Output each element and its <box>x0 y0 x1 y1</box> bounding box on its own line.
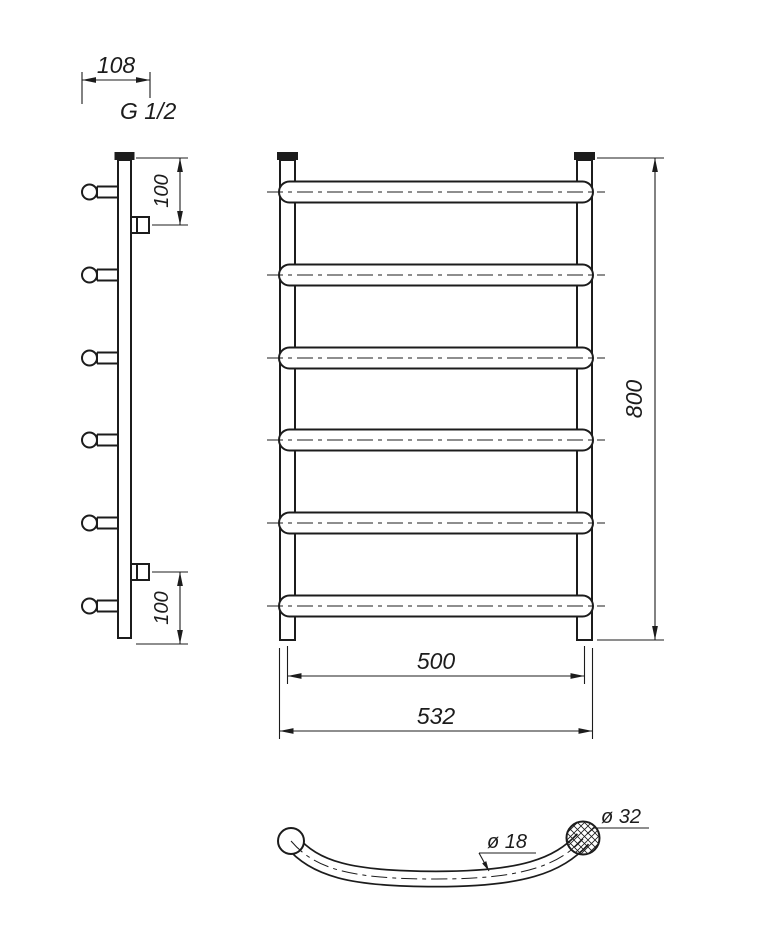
dim-height-800: 800 <box>597 157 664 641</box>
dim-bottom-offset-100: 100 <box>136 571 188 645</box>
side-rung-stub <box>81 431 119 449</box>
dim-axis-width-label: 500 <box>417 648 456 674</box>
side-profile <box>81 152 150 639</box>
side-collector <box>117 159 132 639</box>
thread-size-label: G 1/2 <box>120 98 176 124</box>
dim-overall-width-532: 532 <box>278 648 594 739</box>
dim-depth-108: 108 <box>81 52 151 104</box>
side-rung-stub <box>81 597 119 615</box>
rung <box>266 346 606 370</box>
leader-line <box>478 852 490 872</box>
side-valve-fitting-top <box>130 216 150 234</box>
rung <box>266 180 606 204</box>
dim-bottom-offset-label: 100 <box>151 591 173 624</box>
side-rung-stub <box>81 514 119 532</box>
tube-diameter-label: ø 18 <box>487 831 527 853</box>
rung <box>266 428 606 452</box>
rung <box>266 511 606 535</box>
side-rung-stub <box>81 266 119 284</box>
label-collector-diameter: ø 32 <box>586 806 649 835</box>
front-collector-left <box>279 159 296 641</box>
rung-detail-view: ø 18 ø 32 <box>277 806 649 888</box>
dim-axis-width-500: 500 <box>286 646 586 684</box>
front-end-cap-right <box>574 152 595 160</box>
side-rung-stub <box>81 349 119 367</box>
dim-depth-label: 108 <box>97 52 136 78</box>
side-end-cap <box>114 152 135 160</box>
front-end-cap-left <box>277 152 298 160</box>
dim-top-offset-100: 100 <box>136 157 188 226</box>
dim-overall-width-label: 532 <box>417 703 456 729</box>
side-rung-stub <box>81 183 119 201</box>
detail-collector-section-circle <box>565 820 601 856</box>
rung <box>266 263 606 287</box>
label-tube-diameter: ø 18 <box>478 831 536 872</box>
rung <box>266 594 606 618</box>
side-valve-fitting-bottom <box>130 563 150 581</box>
front-collector-right <box>576 159 593 641</box>
side-view: 108 G 1/2 100 100 <box>81 52 188 645</box>
dim-top-offset-label: 100 <box>151 174 173 207</box>
leader-line <box>586 827 595 835</box>
collector-diameter-label: ø 32 <box>601 806 641 828</box>
detail-centerline <box>290 838 584 880</box>
front-view: 800 500 532 <box>266 152 664 739</box>
dim-height-label: 800 <box>621 380 647 419</box>
